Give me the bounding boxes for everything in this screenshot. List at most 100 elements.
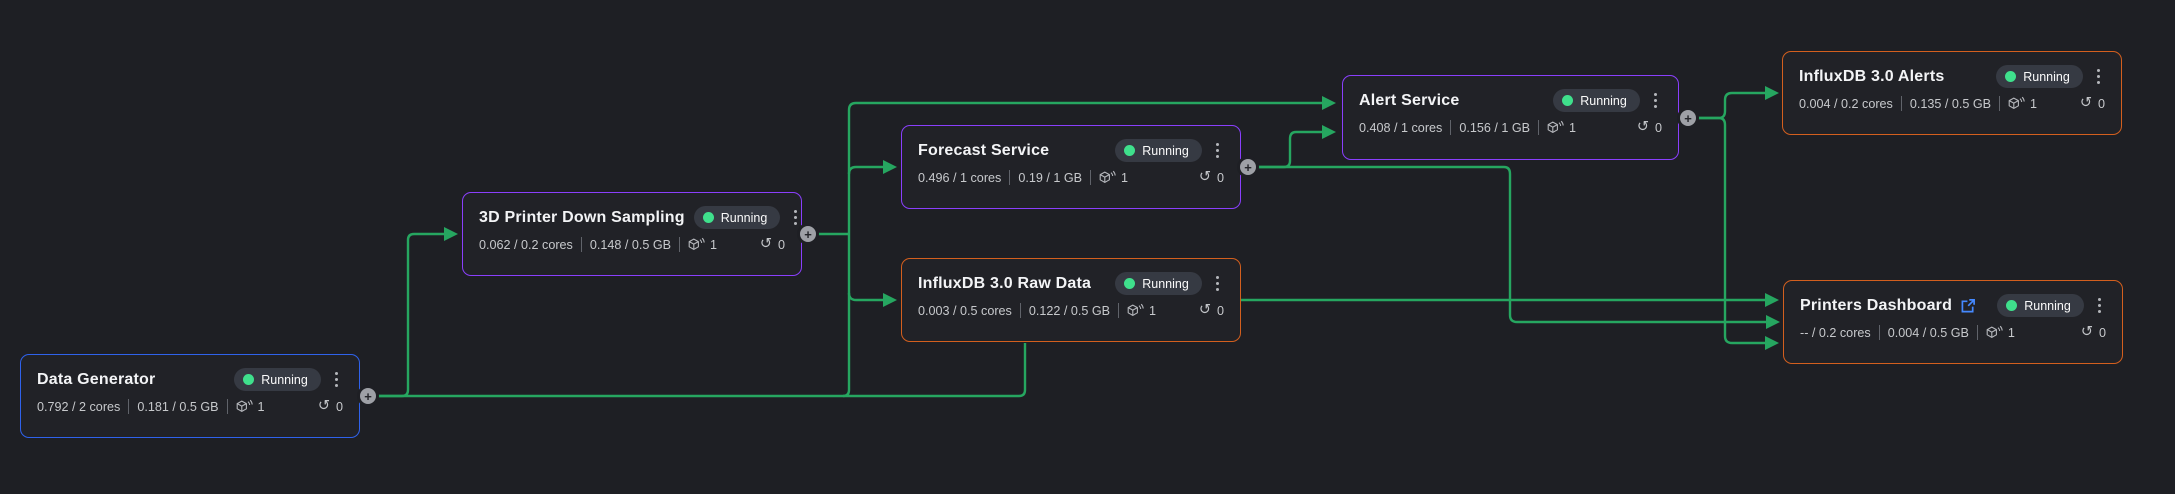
kebab-menu-icon[interactable]: [330, 369, 343, 390]
status-label: Running: [2024, 298, 2071, 313]
replicas-icon: [236, 399, 253, 412]
stat-divider: [1538, 120, 1540, 135]
replicas-icon: [688, 237, 705, 250]
restart-counter: ↺ 0: [760, 237, 785, 252]
cpu-usage: 0.003 / 0.5 cores: [918, 303, 1012, 318]
edge-alert-to-influxdb-alerts: [1696, 91, 1766, 120]
cpu-usage: 0.062 / 0.2 cores: [479, 237, 573, 252]
cpu-usage: 0.496 / 1 cores: [918, 170, 1002, 185]
add-connection-button-data-generator[interactable]: +: [360, 388, 376, 404]
memory-usage: 0.181 / 0.5 GB: [137, 399, 219, 414]
memory-usage: 0.135 / 0.5 GB: [1909, 96, 1992, 111]
arrowhead-3d-printer-input: [444, 227, 458, 241]
service-node-printers-dashboard[interactable]: Printers Dashboard Running -- / 0.2 core…: [1783, 280, 2123, 364]
restart-icon: ↺: [2080, 324, 2093, 341]
add-connection-button-forecast-service[interactable]: +: [1240, 159, 1256, 175]
restart-count: 0: [1216, 303, 1224, 318]
restart-count: 0: [1216, 170, 1224, 185]
status-dot-icon: [1124, 278, 1136, 289]
restart-count: 0: [335, 399, 343, 414]
service-node-data-generator[interactable]: Data Generator Running 0.792 / 2 cores 0…: [20, 354, 360, 438]
kebab-menu-icon[interactable]: [1649, 90, 1662, 111]
stat-divider: [679, 237, 681, 252]
memory-usage: 0.004 / 0.5 GB: [1887, 325, 1969, 340]
restart-counter: ↺ 0: [2080, 96, 2105, 111]
node-title: Data Generator: [37, 371, 155, 389]
replica-count: 1: [1569, 120, 1577, 135]
status-badge: Running: [1115, 272, 1202, 295]
status-label: Running: [2023, 69, 2070, 84]
replica-count: 1: [257, 399, 265, 414]
edge-forecast-to-printers-dashboard: [1256, 165, 1767, 324]
status-badge: Running: [1997, 294, 2084, 317]
replicas-icon: [2008, 96, 2025, 109]
kebab-menu-icon[interactable]: [1211, 273, 1224, 294]
service-node-3d-printer-down-sampling[interactable]: 3D Printer Down Sampling Running 0.062 /…: [462, 192, 802, 276]
replicas-icon: [1547, 120, 1564, 133]
replicas-icon: [1099, 170, 1116, 183]
restart-icon: ↺: [317, 398, 330, 415]
arrowhead-influxdb-alerts-input: [1765, 86, 1779, 100]
add-connection-button-alert-service[interactable]: +: [1680, 110, 1696, 126]
cpu-usage: 0.004 / 0.2 cores: [1799, 96, 1893, 111]
cpu-usage: 0.408 / 1 cores: [1359, 120, 1443, 135]
status-dot-icon: [2006, 300, 2018, 311]
kebab-menu-icon[interactable]: [2092, 66, 2105, 87]
node-title: InfluxDB 3.0 Alerts: [1799, 68, 1944, 86]
stat-divider: [128, 399, 130, 414]
stat-divider: [1450, 120, 1452, 135]
kebab-menu-icon[interactable]: [2093, 295, 2106, 316]
edge-trunk-to-forecast-service: [847, 165, 884, 175]
external-link-icon[interactable]: [1960, 298, 1976, 314]
arrowhead-influxdb-raw-input: [883, 293, 897, 307]
node-title-text: Alert Service: [1359, 91, 1460, 109]
replicas-icon: [1127, 303, 1144, 316]
kebab-menu-icon[interactable]: [1211, 140, 1224, 161]
status-dot-icon: [702, 212, 714, 223]
status-badge: Running: [1553, 89, 1640, 112]
arrowhead-printers-input-1: [1765, 293, 1779, 307]
status-label: Running: [1142, 276, 1189, 291]
service-node-alert-service[interactable]: Alert Service Running 0.408 / 1 cores 0.…: [1342, 75, 1679, 160]
stat-divider: [1900, 96, 1902, 111]
memory-usage: 0.156 / 1 GB: [1459, 120, 1531, 135]
stat-divider: [226, 399, 228, 414]
node-title-text: Printers Dashboard: [1800, 296, 1953, 314]
status-dot-icon: [1562, 95, 1574, 106]
stat-divider: [1009, 170, 1011, 185]
kebab-menu-icon[interactable]: [789, 207, 802, 228]
node-title-text: Data Generator: [37, 370, 156, 388]
stat-divider: [580, 237, 582, 252]
restart-count: 0: [777, 237, 785, 252]
arrowhead-alert-service-input-1: [1322, 96, 1336, 110]
status-dot-icon: [1124, 145, 1136, 156]
stat-divider: [1878, 325, 1880, 340]
replica-count: 1: [710, 237, 718, 252]
edge-alert-to-printers-dashboard: [1696, 116, 1766, 345]
memory-usage: 0.148 / 0.5 GB: [589, 237, 672, 252]
restart-icon: ↺: [759, 236, 772, 253]
edge-data-generator-to-influxdb-raw-data: [375, 343, 1027, 398]
restart-counter: ↺ 0: [318, 399, 343, 414]
service-node-forecast-service[interactable]: Forecast Service Running 0.496 / 1 cores…: [901, 125, 1241, 209]
service-node-influxdb-3-alerts[interactable]: InfluxDB 3.0 Alerts Running 0.004 / 0.2 …: [1782, 51, 2122, 135]
node-title-text: Forecast Service: [918, 141, 1050, 159]
cpu-usage: -- / 0.2 cores: [1800, 325, 1871, 340]
status-label: Running: [720, 210, 768, 225]
edge-trunk-to-influxdb-raw-data: [847, 292, 884, 302]
status-label: Running: [1580, 93, 1627, 108]
node-title-text: InfluxDB 3.0 Alerts: [1799, 67, 1945, 85]
service-node-influxdb-3-raw-data[interactable]: InfluxDB 3.0 Raw Data Running 0.003 / 0.…: [901, 258, 1241, 342]
restart-icon: ↺: [2079, 95, 2092, 112]
status-badge: Running: [234, 368, 321, 391]
memory-usage: 0.122 / 0.5 GB: [1028, 303, 1111, 318]
replica-count: 1: [2030, 96, 2038, 111]
node-title: Forecast Service: [918, 142, 1049, 160]
status-dot-icon: [243, 374, 255, 385]
restart-icon: ↺: [1636, 119, 1649, 136]
arrowhead-forecast-input: [883, 160, 897, 174]
add-connection-button-3d-printer-down-sampling[interactable]: +: [800, 226, 816, 242]
node-title-text: 3D Printer Down Sampling: [479, 208, 685, 226]
status-badge: Running: [1115, 139, 1202, 162]
